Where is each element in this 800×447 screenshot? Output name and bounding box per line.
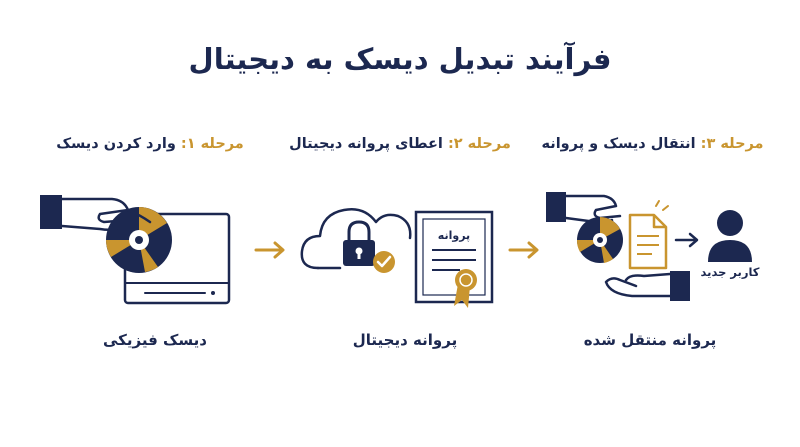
hand-icon: [546, 192, 622, 224]
arrow-icon: [254, 241, 285, 259]
step-3-caption: پروانه منتقل شده: [583, 331, 717, 349]
document-icon: [628, 200, 669, 270]
page-title: فرآیند تبدیل دیسک به دیجیتال: [188, 42, 612, 76]
certificate-label: پروانه: [438, 229, 470, 242]
ribbon-seal-icon: [454, 269, 477, 308]
arrow-icon: [508, 241, 539, 259]
disc-icon: [106, 207, 172, 273]
step-3-text: انتقال دیسک و پروانه: [541, 136, 696, 152]
lock-icon: [343, 220, 375, 266]
arrow-icon: [674, 232, 699, 248]
step-1-caption: دیسک فیزیکی: [103, 331, 207, 349]
step-2-number: مرحله ۲:: [447, 136, 511, 152]
cloud-icon: [300, 208, 412, 270]
step-1-label: مرحله ۱: وارد کردن دیسک: [50, 136, 250, 152]
new-user-label: کاربر جدید: [700, 265, 760, 279]
step-1-text: وارد کردن دیسک: [56, 136, 176, 152]
step-3-label: مرحله ۳: انتقال دیسک و پروانه: [535, 136, 770, 152]
hand-icon: [604, 271, 690, 301]
hand-icon: [40, 195, 152, 232]
step-3-number: مرحله ۳:: [700, 136, 764, 152]
step-2-label: مرحله ۲: اعطای پروانه دیجیتال: [285, 136, 515, 152]
step-2-text: اعطای پروانه دیجیتال: [289, 136, 443, 152]
step-1-number: مرحله ۱:: [180, 136, 244, 152]
certificate-icon: [414, 210, 494, 304]
disc-icon: [576, 217, 623, 263]
user-icon: [708, 210, 752, 262]
step-2-caption: پروانه دیجیتال: [352, 331, 458, 349]
check-badge-icon: [373, 251, 395, 273]
